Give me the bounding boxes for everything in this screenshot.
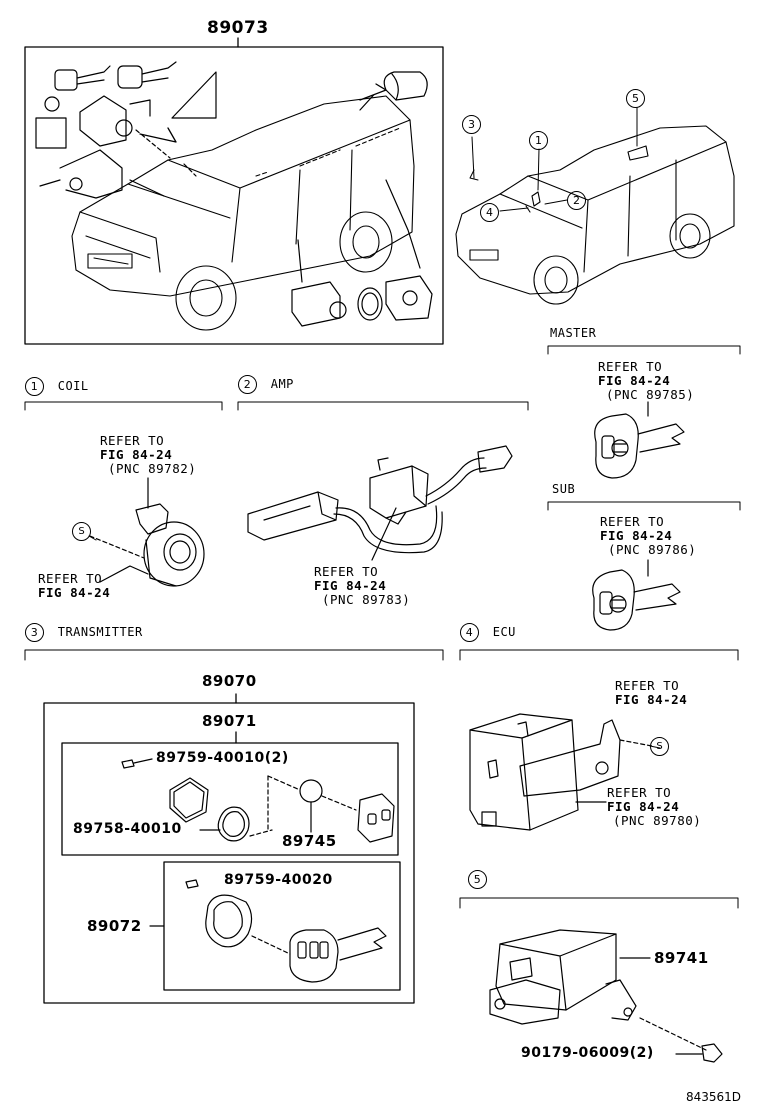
section-number-3: 3 (25, 623, 44, 642)
part-number-screw-2: 89759-40020 (224, 872, 333, 888)
callout-4: 4 (480, 203, 499, 222)
section-number-5: 5 (468, 870, 487, 889)
coil-ref-top: REFER TO FIG 84-24 (PNC 89782) (100, 433, 197, 476)
sec5-header: 5 (468, 870, 487, 889)
master-label: MASTER (550, 326, 597, 340)
sub-label: SUB (552, 482, 576, 496)
ecu-label: ECU (492, 625, 516, 639)
transmitter-parts (121, 758, 395, 983)
part-number-89070: 89070 (202, 672, 257, 690)
ecu-ref-bottom: REFER TO FIG 84-24 (PNC 89780) (607, 785, 702, 828)
part-number-key: 89072 (87, 917, 142, 935)
amp-header: 2 AMP (238, 375, 294, 394)
callout-1: 1 (529, 131, 548, 150)
ecu-ref-top: REFER TO FIG 84-24 (615, 678, 688, 707)
assembly-frame (24, 46, 444, 345)
section-number-1: 1 (25, 377, 44, 396)
part-number-89741: 89741 (654, 949, 709, 967)
part-number-89071: 89071 (202, 712, 257, 730)
transmitter-inner-box (61, 742, 399, 856)
section-number-4: 4 (460, 623, 479, 642)
section-brackets (24, 345, 741, 909)
callout-3: 3 (462, 115, 481, 134)
transmitter-header: 3 TRANSMITTER (25, 623, 143, 642)
part-number-bolt: 90179-06009(2) (521, 1045, 654, 1061)
transmitter-label: TRANSMITTER (57, 625, 143, 639)
transmitter-outer-box (43, 702, 415, 1004)
sub-ref: REFER TO FIG 84-24 (PNC 89786) (600, 514, 697, 557)
master-ref: REFER TO FIG 84-24 (PNC 89785) (598, 359, 695, 402)
amp-label: AMP (270, 377, 294, 391)
amp-drawing (247, 445, 513, 561)
master-key-drawing (594, 401, 685, 479)
ecu-header: 4 ECU (460, 623, 516, 642)
figure-code: 843561D (686, 1090, 742, 1104)
callout-2: 2 (567, 191, 586, 210)
section-number-2: 2 (238, 375, 257, 394)
coil-label: COIL (57, 379, 89, 393)
s-marker-coil: S (72, 522, 91, 541)
suv-drawing-left (71, 95, 415, 331)
callout-5: 5 (626, 89, 645, 108)
ecu-drawing (469, 713, 653, 831)
assembly-part-number: 89073 (207, 18, 269, 38)
coil-ref-bottom: REFER TO FIG 84-24 (38, 571, 111, 600)
sub-key-drawing (592, 559, 681, 631)
lock-cylinder-parts (35, 61, 433, 327)
coil-drawing (89, 477, 205, 587)
coil-header: 1 COIL (25, 377, 89, 396)
suv-drawing-right (455, 125, 735, 305)
part-number-screw-1: 89759-40010(2) (156, 750, 289, 766)
part-number-battery: 89745 (282, 832, 337, 850)
s-marker-ecu: S (650, 737, 669, 756)
sec5-drawing (489, 929, 723, 1063)
callout-leaders (469, 107, 638, 212)
part-number-case: 89758-40010 (73, 821, 182, 837)
amp-ref: REFER TO FIG 84-24 (PNC 89783) (314, 564, 411, 607)
